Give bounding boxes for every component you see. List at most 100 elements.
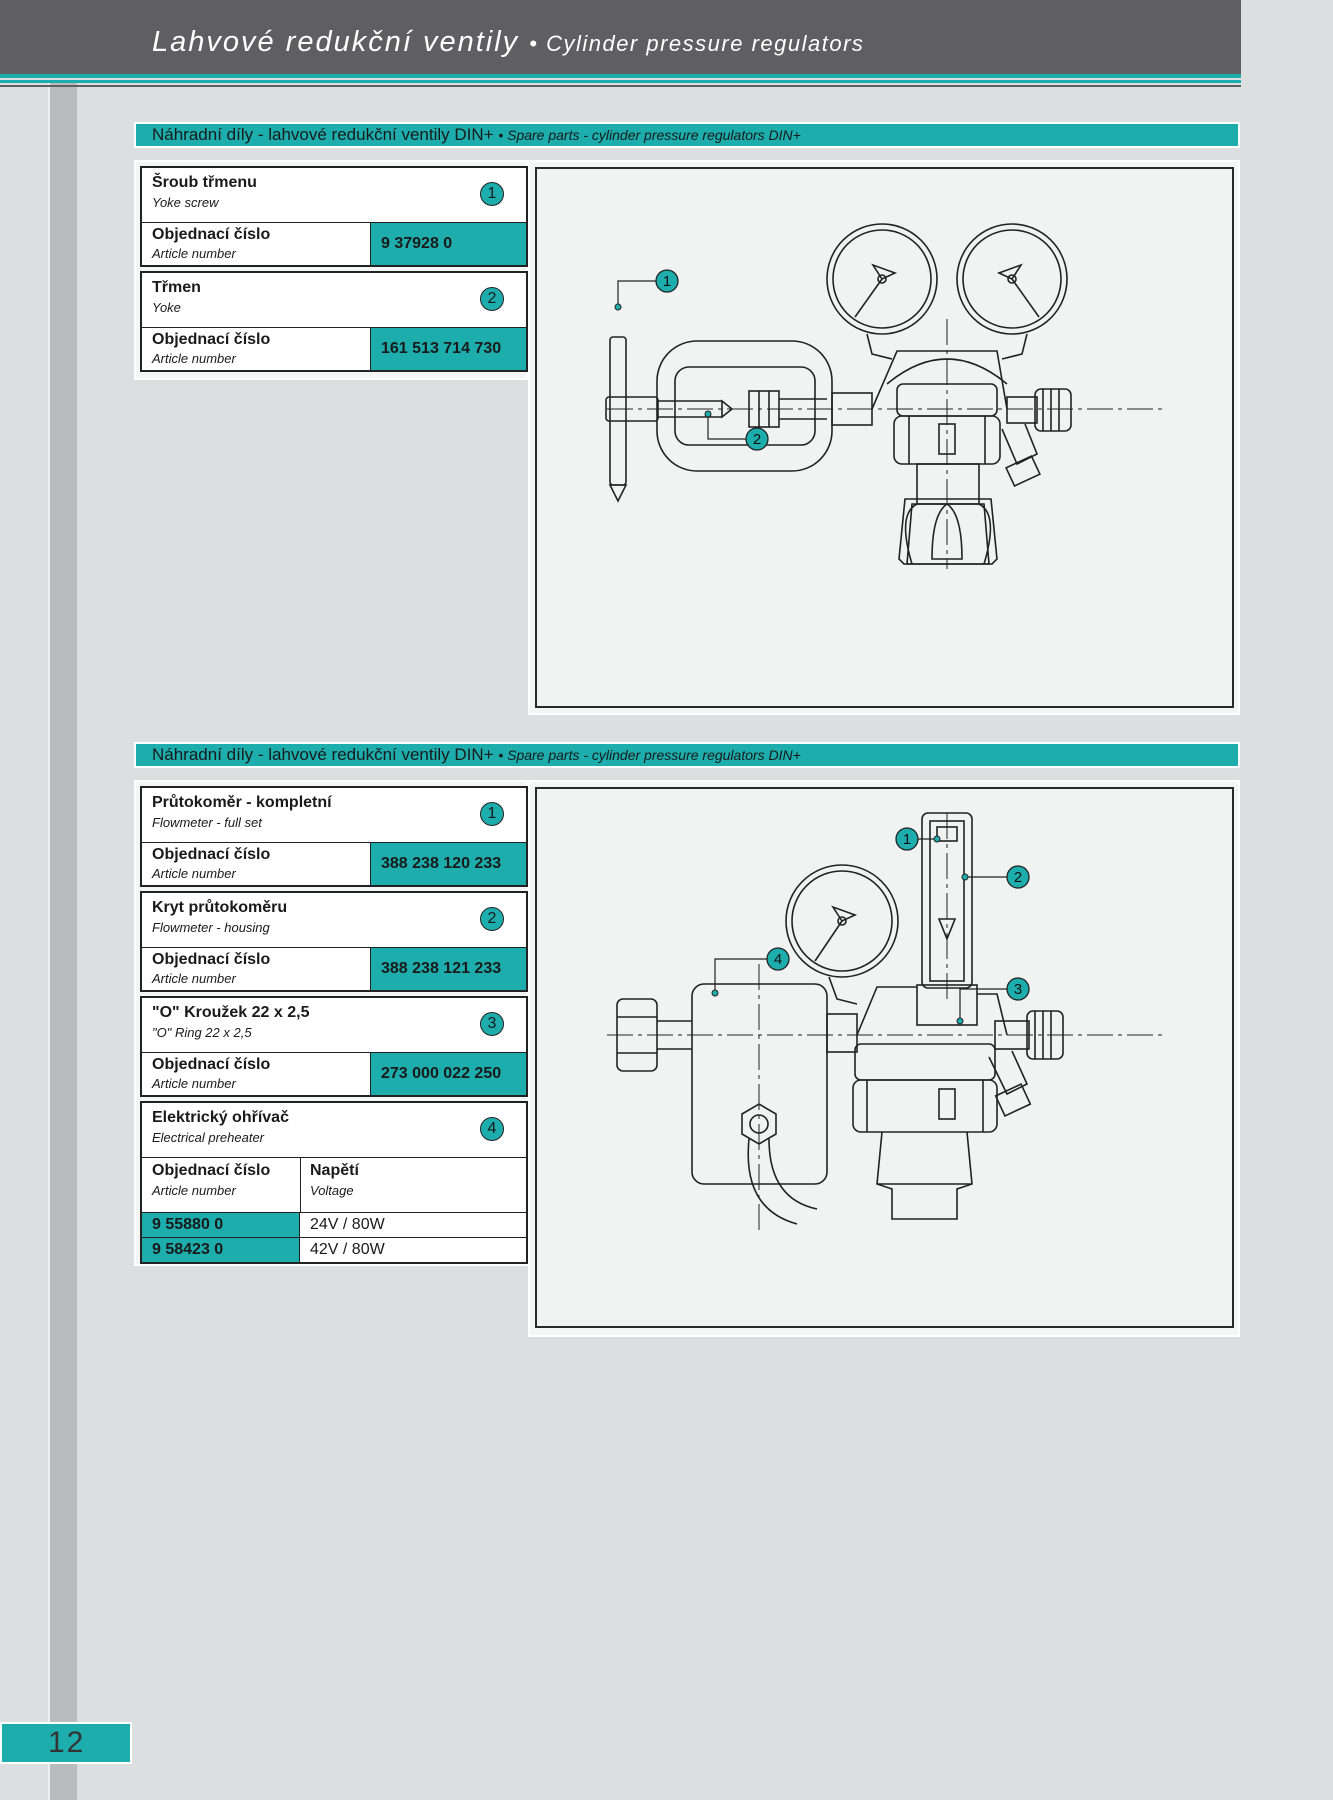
article-label-en: Article number <box>152 971 236 986</box>
callout-marker-1: 1 <box>655 269 679 293</box>
part-flowmeter-housing: Kryt průtokoměru Flowmeter - housing 2 O… <box>140 891 528 992</box>
flowmeter-heater-drawing: 1 2 3 4 <box>607 812 1162 1234</box>
article-row: Objednací číslo Article number 388 238 1… <box>142 843 526 885</box>
page-header: Lahvové redukční ventily • Cylinder pres… <box>0 0 1241 74</box>
part-name-en: Yoke screw <box>152 195 219 210</box>
part-name-row: "O" Kroužek 22 x 2,5 "O" Ring 22 x 2,5 3 <box>142 998 526 1053</box>
table-row: 9 58423 0 42V / 80W <box>142 1238 526 1262</box>
article-label: Objednací číslo <box>152 951 271 968</box>
svg-text:4: 4 <box>774 951 782 968</box>
left-stripe <box>50 80 77 1800</box>
callout-marker-3: 3 <box>1006 977 1030 1001</box>
part-name-en: Flowmeter - full set <box>152 815 262 830</box>
voltage-label-en: Voltage <box>310 1183 354 1198</box>
article-label: Objednací číslo <box>152 331 271 348</box>
section-2-callout-dots <box>711 835 969 1025</box>
section-1-callout-dots <box>614 303 712 418</box>
part-name-en: Yoke <box>152 300 181 315</box>
regulator-yoke-drawing: 1 2 <box>605 223 1162 569</box>
part-index-badge: 2 <box>480 907 504 931</box>
part-name-en: Electrical preheater <box>152 1130 264 1145</box>
yoke-outline <box>656 340 833 472</box>
article-number: 9 37928 0 <box>370 223 526 265</box>
yoke-screw <box>609 336 627 486</box>
part-index-badge: 1 <box>480 802 504 826</box>
part-index-badge: 4 <box>480 1117 504 1141</box>
gauge-right <box>956 223 1068 335</box>
page-title-cz: Lahvové redukční ventily <box>152 26 520 58</box>
article-label-en: Article number <box>152 246 236 261</box>
article-label-en: Article number <box>152 1183 236 1198</box>
part-yoke: Třmen Yoke 2 Objednací číslo Article num… <box>140 271 528 372</box>
inlet-nut <box>616 998 658 1072</box>
callout-marker-1: 1 <box>895 827 919 851</box>
article-label: Objednací číslo <box>152 1162 271 1179</box>
column-divider <box>300 1158 301 1212</box>
part-name: Elektrický ohřívač <box>152 1109 289 1126</box>
article-number: 388 238 120 233 <box>370 843 526 885</box>
part-name: Šroub třmenu <box>152 174 257 191</box>
part-electrical-preheater: Elektrický ohřívač Electrical preheater … <box>140 1101 528 1264</box>
article-label: Objednací číslo <box>152 226 271 243</box>
part-name-en: Flowmeter - housing <box>152 920 270 935</box>
section-2-title-bar: Náhradní díly - lahvové redukční ventily… <box>134 742 1240 768</box>
preheater-table-header: Objednací číslo Article number Napětí Vo… <box>142 1158 526 1213</box>
article-label-en: Article number <box>152 351 236 366</box>
svg-text:1: 1 <box>903 831 911 848</box>
article-row: Objednací číslo Article number 9 37928 0 <box>142 223 526 265</box>
page-title: Lahvové redukční ventily • Cylinder pres… <box>152 26 864 59</box>
section-1-title-cz: Náhradní díly - lahvové redukční ventily… <box>152 125 494 144</box>
voltage-value: 24V / 80W <box>310 1216 385 1233</box>
preheater-table: Objednací číslo Article number Napětí Vo… <box>142 1158 526 1262</box>
header-rule-teal <box>0 74 1241 78</box>
section-1-title-bar: Náhradní díly - lahvové redukční ventily… <box>134 122 1240 148</box>
part-o-ring: "O" Kroužek 22 x 2,5 "O" Ring 22 x 2,5 3… <box>140 996 528 1097</box>
header-rule-gray <box>0 85 1241 87</box>
regulator-body <box>852 1079 998 1133</box>
article-number: 161 513 714 730 <box>370 328 526 370</box>
section-2-title-cz: Náhradní díly - lahvové redukční ventily… <box>152 745 494 764</box>
part-flowmeter-full-set: Průtokoměr - kompletní Flowmeter - full … <box>140 786 528 887</box>
svg-text:2: 2 <box>1014 869 1022 886</box>
article-number: 9 55880 0 <box>142 1213 300 1237</box>
article-row: Objednací číslo Article number 273 000 0… <box>142 1053 526 1095</box>
voltage-label: Napětí <box>310 1162 359 1179</box>
article-label-en: Article number <box>152 866 236 881</box>
section-1-drawing-frame: 1 2 <box>535 167 1234 708</box>
table-row: 9 55880 0 24V / 80W <box>142 1213 526 1238</box>
part-name-row: Kryt průtokoměru Flowmeter - housing 2 <box>142 893 526 948</box>
part-name-row: Průtokoměr - kompletní Flowmeter - full … <box>142 788 526 843</box>
part-name: Kryt průtokoměru <box>152 899 288 916</box>
header-rule-teal-2 <box>0 80 1241 83</box>
outlet-valve-knob <box>1026 1010 1064 1060</box>
callout-marker-4: 4 <box>766 947 790 971</box>
article-number: 273 000 022 250 <box>370 1053 526 1095</box>
callout-marker-2: 2 <box>745 427 769 451</box>
gauge-left <box>826 223 938 335</box>
part-yoke-screw: Šroub třmenu Yoke screw 1 Objednací čísl… <box>140 166 528 267</box>
part-index-badge: 3 <box>480 1012 504 1036</box>
part-name-en: "O" Ring 22 x 2,5 <box>152 1025 252 1040</box>
callout-marker-2: 2 <box>1006 865 1030 889</box>
voltage-value: 42V / 80W <box>310 1241 385 1258</box>
article-label: Objednací číslo <box>152 1056 271 1073</box>
part-name-row: Elektrický ohřívač Electrical preheater … <box>142 1103 526 1158</box>
page-number: 12 <box>0 1722 132 1764</box>
svg-text:1: 1 <box>663 273 671 290</box>
part-name-row: Třmen Yoke 2 <box>142 273 526 328</box>
part-index-badge: 1 <box>480 182 504 206</box>
part-name-row: Šroub třmenu Yoke screw 1 <box>142 168 526 223</box>
article-number: 9 58423 0 <box>142 1238 300 1262</box>
svg-text:2: 2 <box>753 431 761 448</box>
part-name: Průtokoměr - kompletní <box>152 794 332 811</box>
article-label: Objednací číslo <box>152 846 271 863</box>
section-1-title-en: • Spare parts - cylinder pressure regula… <box>498 127 801 143</box>
article-row: Objednací číslo Article number 388 238 1… <box>142 948 526 990</box>
page-title-en: • Cylinder pressure regulators <box>529 31 865 56</box>
part-index-badge: 2 <box>480 287 504 311</box>
article-number: 388 238 121 233 <box>370 948 526 990</box>
section-2-drawing-frame: 1 2 3 4 <box>535 787 1234 1328</box>
part-name: Třmen <box>152 279 201 296</box>
outlet-valve-knob <box>1034 388 1072 432</box>
section-2-title-en: • Spare parts - cylinder pressure regula… <box>498 747 801 763</box>
